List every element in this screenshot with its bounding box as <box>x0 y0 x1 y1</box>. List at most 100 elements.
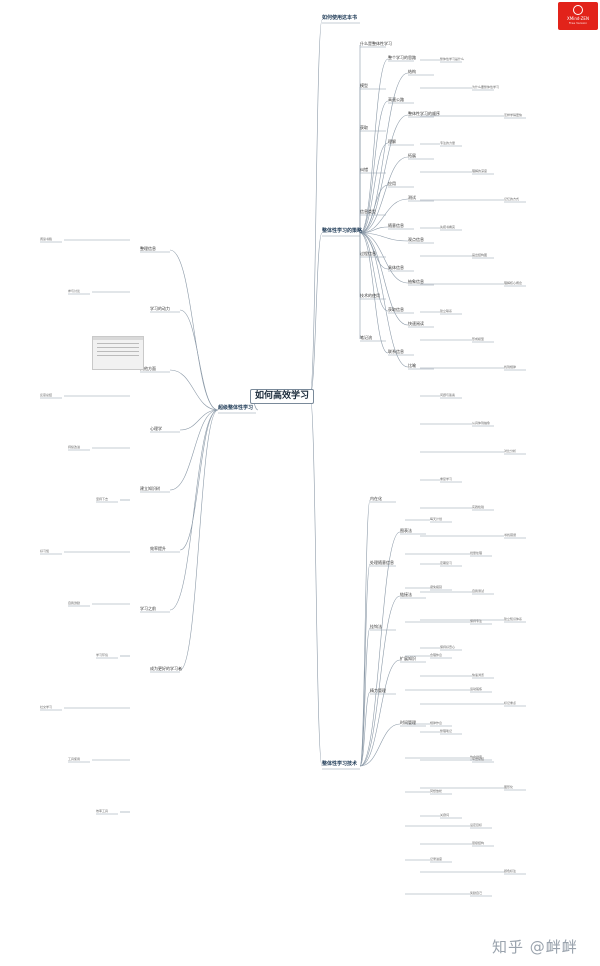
connector-line <box>169 409 219 491</box>
leaf-node: 饮食健康 <box>470 755 483 759</box>
leaf-node: 自我测试 <box>472 589 485 593</box>
connector-line <box>359 531 401 767</box>
leaf-node: 保持专注 <box>470 619 483 623</box>
topic-t27: 处理随意信息 <box>370 560 394 565</box>
connector-line <box>179 409 219 671</box>
leaf-node: 找到规律 <box>504 365 517 369</box>
topic-t7: 获取 <box>360 125 368 130</box>
connector-line <box>169 369 219 411</box>
logo-title: XMind·ZEN <box>567 16 589 21</box>
branch-howto: 如何使用这本书 <box>322 15 358 21</box>
connector-line <box>359 58 389 234</box>
leaf-node: 先把书看完 <box>440 225 456 229</box>
topic-t24: 比喻 <box>408 363 416 368</box>
topic-t37: 建立知识树 <box>140 486 160 491</box>
topic-t36: 心理学 <box>150 426 162 431</box>
topic-t33: 整理信息 <box>140 246 156 251</box>
topic-t28: 链接法 <box>400 592 412 597</box>
topic-t18: 抽象信息 <box>408 279 424 284</box>
leaf-node: 奖励自己 <box>470 891 483 895</box>
connector-line <box>359 156 409 234</box>
branch-tech: 整体性学习技术 <box>322 761 358 767</box>
topic-t20: 获取信息 <box>388 307 404 312</box>
topic-t16: 过程信息 <box>360 251 376 256</box>
leaf-node: 重复学习 <box>440 477 453 481</box>
leaf-node: 参与讨论 <box>68 289 81 293</box>
leaf-node: 定期复习 <box>440 561 453 565</box>
leaf-node: 标记重点 <box>504 701 517 705</box>
connector-line <box>179 409 219 551</box>
connector-line <box>359 232 409 326</box>
leaf-node: 坚持下去 <box>96 497 109 501</box>
leaf-node: 工具使用 <box>68 757 81 761</box>
leaf-node: 记录进度 <box>430 857 443 861</box>
leaf-node: 好习惯 <box>40 549 50 553</box>
xmind-logo: XMind·ZEN Free Version <box>558 2 598 30</box>
leaf-node: 自我激励 <box>68 601 81 605</box>
leaf-node: 对比分析 <box>504 449 517 453</box>
leaf-node: 整理笔记 <box>440 729 453 733</box>
root-node: 如何高效学习 <box>250 389 315 404</box>
topic-t3: 结构 <box>408 69 416 74</box>
topic-t14: 随意信息 <box>388 223 404 228</box>
xmind-logo-icon <box>573 5 583 15</box>
branch-fastlearn: 整体性学习的策略 <box>322 228 363 234</box>
topic-t30: 扩展知识 <box>400 656 416 661</box>
connector-line <box>359 232 389 312</box>
embedded-screenshot <box>92 336 144 370</box>
topic-t35: 其他方面 <box>140 366 156 371</box>
leaf-node: 批量处理 <box>470 551 483 555</box>
leaf-node: 颜色标注 <box>504 869 517 873</box>
connector-line <box>359 142 389 234</box>
leaf-node: 建立知识体系 <box>504 617 523 621</box>
leaf-node: 反思总结 <box>40 393 53 397</box>
topic-t11: 应用 <box>388 181 396 186</box>
leaf-node: 运动锻炼 <box>470 687 483 691</box>
leaf-node: 保持好奇心 <box>440 645 456 649</box>
topic-t10: 纠错 <box>360 167 368 172</box>
leaf-node: 层级结构 <box>472 841 485 845</box>
leaf-node: 寻找错误 <box>504 533 517 537</box>
topic-t39: 学习之前 <box>140 606 156 611</box>
connector-line <box>359 100 389 234</box>
topic-t21: 快速阅读 <box>408 321 424 326</box>
topic-t22: 笔记流 <box>360 335 372 340</box>
topic-t6: 整体性学习的顺序 <box>408 111 440 116</box>
leaf-node: 图形化 <box>504 785 514 789</box>
leaf-node: 问题与答案 <box>440 393 456 397</box>
leaf-node: 冥想放松 <box>430 789 443 793</box>
leaf-node: 写出总结 <box>472 757 485 761</box>
topic-t29: 挂钩法 <box>370 624 382 629</box>
leaf-node: 避免拖延 <box>430 585 443 589</box>
topic-t8: 理解 <box>388 139 396 144</box>
leaf-node: 理解核心概念 <box>504 281 523 285</box>
branch-method: 超级整体性学习 <box>218 405 254 411</box>
topic-t5: 高速公路 <box>388 97 404 102</box>
connector-line <box>359 595 401 767</box>
topic-t23: 联系信息 <box>388 349 404 354</box>
topic-t4: 模型 <box>360 83 368 88</box>
leaf-node: 从具体到抽象 <box>472 421 491 425</box>
topic-t31: 精力管理 <box>370 688 386 693</box>
topic-t12: 测试 <box>408 195 416 200</box>
connector-line <box>179 409 219 431</box>
connector-line <box>359 627 371 767</box>
connector-line <box>169 249 219 411</box>
connector-line <box>309 19 323 396</box>
topic-t32: 时间管理 <box>400 720 416 725</box>
leaf-node: 建立联系 <box>440 309 453 313</box>
connector-line <box>169 409 219 611</box>
topic-t2: 整个学习的思路 <box>388 55 416 60</box>
leaf-node: 记忆的方式 <box>504 197 520 201</box>
connector-line <box>359 232 409 368</box>
leaf-node: 理解的深度 <box>472 169 488 173</box>
topic-t13: 信息类型 <box>360 209 376 214</box>
leaf-node: 快速浏览 <box>472 673 485 677</box>
zhihu-watermark: 知乎 @衅衅 <box>492 938 578 956</box>
leaf-node: 形成模型 <box>472 337 485 341</box>
topic-t25: 内在化 <box>370 496 382 501</box>
leaf-node: 专注的力量 <box>440 141 456 145</box>
topic-t15: 观点信息 <box>408 237 424 242</box>
connector-line <box>309 232 323 396</box>
